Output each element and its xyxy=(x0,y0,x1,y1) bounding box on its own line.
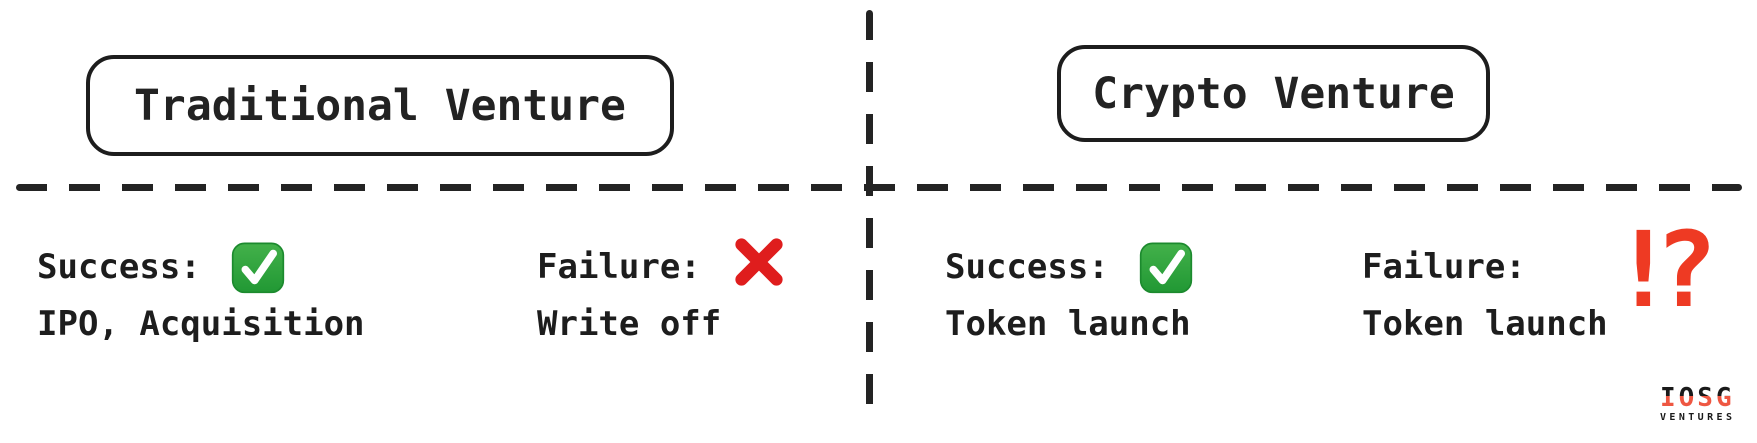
crypto-success-result: Token launch xyxy=(945,304,1191,344)
vertical-dashed-divider xyxy=(866,10,873,420)
cross-mark-emoji-icon xyxy=(735,238,783,286)
failure-label: Failure: xyxy=(1362,247,1526,287)
traditional-failure-result: Write off xyxy=(537,304,722,344)
crypto-venture-title-box: Crypto Venture xyxy=(1057,45,1490,142)
traditional-success-cell: Success: IPO, Acquisition xyxy=(37,238,365,344)
crypto-failure-result: Token launch xyxy=(1362,304,1608,344)
traditional-failure-cell: Failure: Write off xyxy=(537,238,787,344)
success-label: Success: xyxy=(945,247,1109,287)
traditional-success-result: IPO, Acquisition xyxy=(37,304,365,344)
check-mark-emoji-icon xyxy=(1139,242,1192,294)
traditional-failure-line: Failure: xyxy=(537,238,787,296)
crypto-failure-line: Failure: xyxy=(1362,238,1608,296)
traditional-success-line: Success: xyxy=(37,238,365,296)
check-mark-emoji-icon xyxy=(231,242,284,294)
traditional-venture-title-box: Traditional Venture xyxy=(86,55,674,156)
iosg-logo-wordmark: IOSG xyxy=(1660,383,1735,413)
exclamation-question-mark-emoji-icon: !? xyxy=(1612,209,1717,331)
success-label: Success: xyxy=(37,247,201,287)
failure-label: Failure: xyxy=(537,247,701,287)
crypto-success-line: Success: xyxy=(945,238,1193,296)
iosg-ventures-logo: IOSG VENTURES xyxy=(1660,385,1735,423)
iosg-logo-subtitle: VENTURES xyxy=(1660,412,1736,423)
traditional-venture-title: Traditional Venture xyxy=(134,80,626,131)
crypto-venture-title: Crypto Venture xyxy=(1092,68,1455,119)
crypto-success-cell: Success: Token launch xyxy=(945,238,1193,344)
crypto-failure-cell: Failure: Token launch xyxy=(1362,238,1608,344)
horizontal-dashed-divider xyxy=(16,184,1742,191)
